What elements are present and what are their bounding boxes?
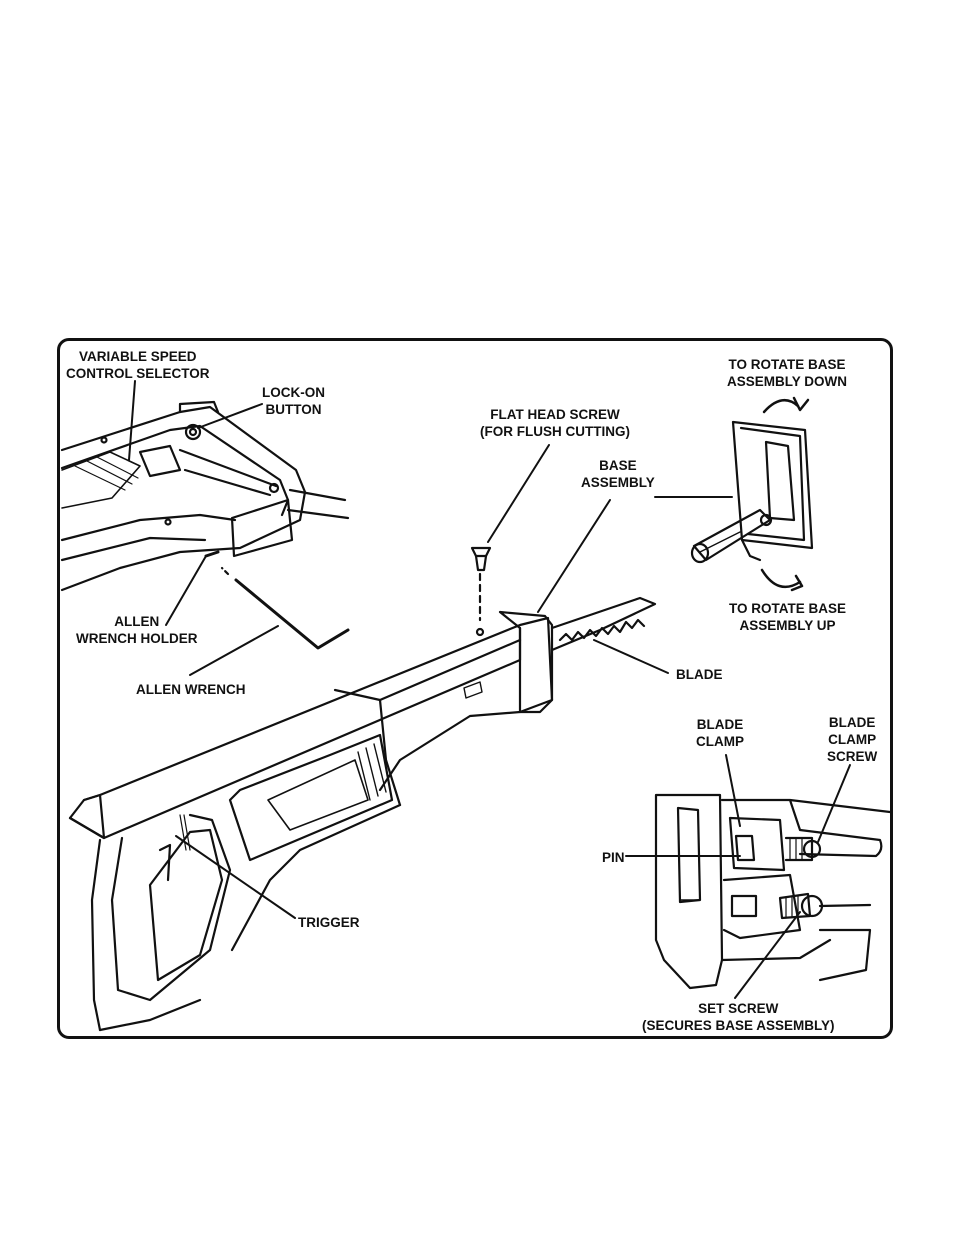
blade-icon xyxy=(550,596,657,652)
label-rotate-up: TO ROTATE BASE ASSEMBLY UP xyxy=(729,600,846,634)
speed-selector-icon xyxy=(138,444,182,478)
label-line: ASSEMBLY xyxy=(581,475,655,490)
label-line: BLADE xyxy=(676,667,723,682)
label-lock-on: LOCK-ON BUTTON xyxy=(262,384,325,418)
label-line: TO ROTATE BASE xyxy=(728,357,846,372)
label-set-screw: SET SCREW (SECURES BASE ASSEMBLY) xyxy=(642,1000,835,1034)
label-line: BASE xyxy=(599,458,637,473)
blade-clamp-icon xyxy=(728,816,786,872)
blade-clamp-screw-icon xyxy=(784,836,814,862)
label-trigger: TRIGGER xyxy=(298,914,360,931)
base-assembly-shoe xyxy=(498,610,554,714)
blade-clamp-inset xyxy=(654,793,892,990)
label-line: ASSEMBLY DOWN xyxy=(727,374,848,389)
saw-body xyxy=(68,616,554,1032)
label-blade-clamp-screw: BLADE CLAMP SCREW xyxy=(827,714,877,765)
rotate-down-arrow-icon xyxy=(762,399,800,414)
rotate-up-arrow-icon xyxy=(760,568,802,589)
flat-head-screw-icon xyxy=(470,546,492,622)
label-line: PIN xyxy=(602,850,625,865)
label-line: FLAT HEAD SCREW xyxy=(490,407,620,422)
label-line: LOCK-ON xyxy=(262,385,325,400)
label-blade-clamp: BLADE CLAMP xyxy=(696,716,744,750)
label-pin: PIN xyxy=(602,849,625,866)
label-line: SET SCREW xyxy=(698,1001,779,1016)
label-line: BLADE xyxy=(696,717,744,732)
label-variable-speed: VARIABLE SPEED CONTROL SELECTOR xyxy=(66,348,210,382)
label-line: ASSEMBLY UP xyxy=(739,618,836,633)
lock-on-button-icon xyxy=(184,423,202,441)
handle-detail-inset xyxy=(60,400,350,592)
label-line: ALLEN WRENCH xyxy=(136,682,246,697)
label-line: CONTROL SELECTOR xyxy=(66,366,210,381)
leader-lines xyxy=(128,380,851,999)
label-line: CLAMP xyxy=(696,734,744,749)
diagram-frame xyxy=(57,338,893,1039)
label-base-assembly: BASE ASSEMBLY xyxy=(581,457,655,491)
label-allen-wrench: ALLEN WRENCH xyxy=(136,681,246,698)
label-line: VARIABLE SPEED xyxy=(78,349,197,364)
label-blade: BLADE xyxy=(676,666,723,683)
label-line: ALLEN xyxy=(114,614,160,629)
allen-wrench-icon xyxy=(234,578,350,650)
label-line: BUTTON xyxy=(265,402,322,417)
label-flat-head-screw: FLAT HEAD SCREW (FOR FLUSH CUTTING) xyxy=(480,406,630,440)
label-line: CLAMP xyxy=(828,732,877,747)
label-line: TRIGGER xyxy=(298,915,360,930)
label-line: (SECURES BASE ASSEMBLY) xyxy=(642,1018,835,1033)
label-line: (FOR FLUSH CUTTING) xyxy=(480,424,630,439)
rotating-base-inset xyxy=(690,396,814,592)
label-line: SCREW xyxy=(827,749,878,764)
label-line: TO ROTATE BASE xyxy=(729,601,847,616)
label-rotate-down: TO ROTATE BASE ASSEMBLY DOWN xyxy=(727,356,847,390)
pin-icon xyxy=(734,834,756,862)
label-allen-holder: ALLEN WRENCH HOLDER xyxy=(76,613,198,647)
label-line: WRENCH HOLDER xyxy=(76,631,198,646)
label-line: BLADE xyxy=(828,715,876,730)
